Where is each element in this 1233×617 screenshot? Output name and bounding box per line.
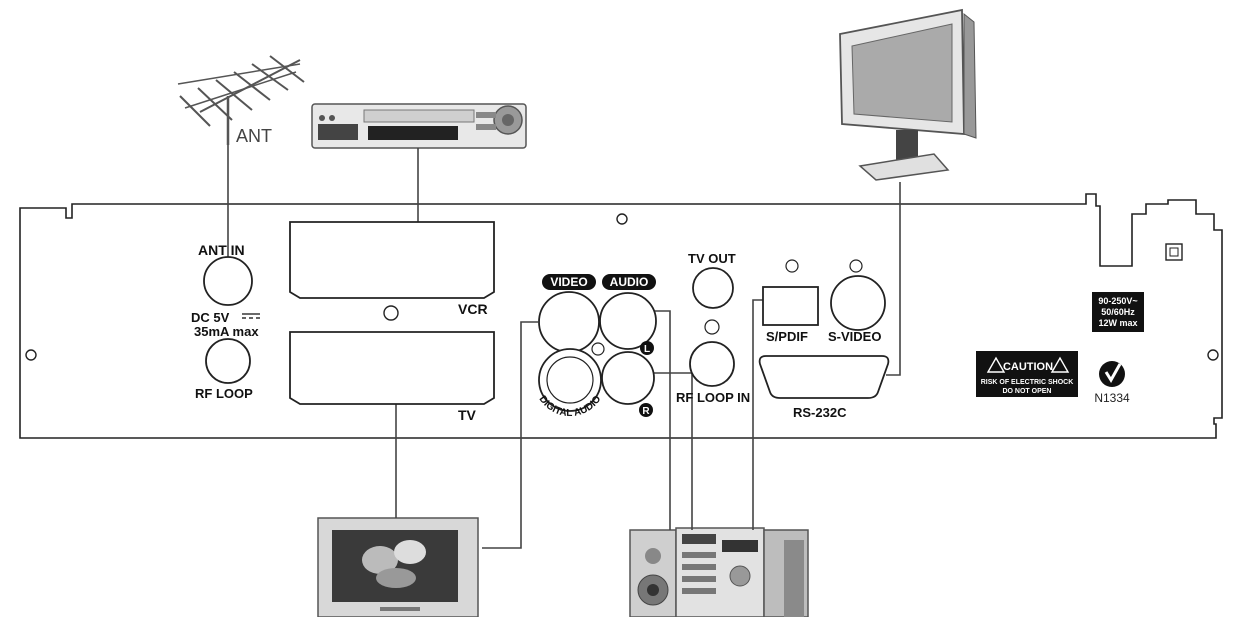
left-channel-label: L	[644, 344, 650, 355]
small-hole-tvout	[704, 319, 720, 335]
vcr-label: VCR	[458, 301, 488, 317]
small-hole-av	[591, 342, 605, 356]
dc-current-label: 35mA max	[194, 324, 259, 339]
mount-hole-right	[1207, 349, 1219, 361]
tv-scart-port[interactable]	[289, 331, 495, 405]
antenna-label: ANT	[236, 126, 272, 146]
cable-rs232	[886, 182, 901, 376]
mount-hole-top	[616, 213, 628, 225]
audio-label: AUDIO	[610, 275, 649, 289]
audio-l-port[interactable]	[599, 292, 657, 350]
left-channel-badge	[640, 341, 654, 355]
digital-audio-inner	[546, 356, 594, 404]
rs232c-port[interactable]	[758, 355, 890, 399]
audio-label-pill	[602, 274, 656, 290]
ant-in-port[interactable]	[203, 256, 253, 306]
rf-loop-in-label: RF LOOP IN	[676, 390, 750, 405]
dc-symbol-icon	[242, 313, 260, 319]
antenna-icon	[177, 55, 305, 145]
small-hole-spdif	[785, 259, 799, 273]
s-video-label: S-VIDEO	[828, 329, 881, 344]
mount-hole-mid	[383, 305, 399, 321]
rs232c-label: RS-232C	[793, 405, 847, 420]
power-line1: 90-250V~	[1098, 296, 1137, 306]
audio-r-port[interactable]	[601, 351, 655, 405]
caution-title: CAUTION	[1003, 361, 1053, 373]
c-tick-icon	[1099, 361, 1125, 387]
vcr-icon	[311, 103, 527, 149]
s-video-port[interactable]	[830, 275, 886, 331]
television-icon	[317, 517, 479, 617]
rf-loop-in-port[interactable]	[689, 341, 735, 387]
vcr-scart-port[interactable]	[289, 221, 495, 299]
spdif-label: S/PDIF	[766, 329, 808, 344]
stereo-system-icon	[629, 527, 809, 617]
dc-5v-label: DC 5V	[191, 310, 230, 325]
caution-line2: DO NOT OPEN	[1002, 388, 1051, 395]
video-label: VIDEO	[550, 275, 587, 289]
power-rating-box	[1092, 292, 1144, 332]
spdif-port[interactable]	[762, 286, 819, 326]
cert-code: N1334	[1094, 391, 1130, 405]
mount-hole-left	[25, 349, 37, 361]
tv-out-port[interactable]	[692, 267, 734, 309]
caution-line1: RISK OF ELECTRIC SHOCK	[981, 379, 1074, 386]
small-hole-svideo	[849, 259, 863, 273]
rf-loop-label: RF LOOP	[195, 386, 253, 401]
right-channel-badge	[639, 403, 653, 417]
power-line2: 50/60Hz	[1101, 307, 1135, 317]
video-label-pill	[542, 274, 596, 290]
tv-out-label: TV OUT	[688, 251, 736, 266]
monitor-icon	[839, 8, 977, 181]
warning-triangle-icon	[986, 356, 1070, 373]
cable-tv-video	[482, 321, 538, 549]
power-line3: 12W max	[1098, 318, 1137, 328]
power-switch-inner	[1169, 247, 1179, 257]
cable-spdif	[752, 299, 763, 530]
ant-in-label: ANT IN	[198, 242, 245, 258]
right-channel-label: R	[642, 406, 650, 417]
video-port[interactable]	[538, 291, 600, 353]
tv-label: TV	[458, 407, 477, 423]
rf-loop-port[interactable]	[205, 338, 251, 384]
